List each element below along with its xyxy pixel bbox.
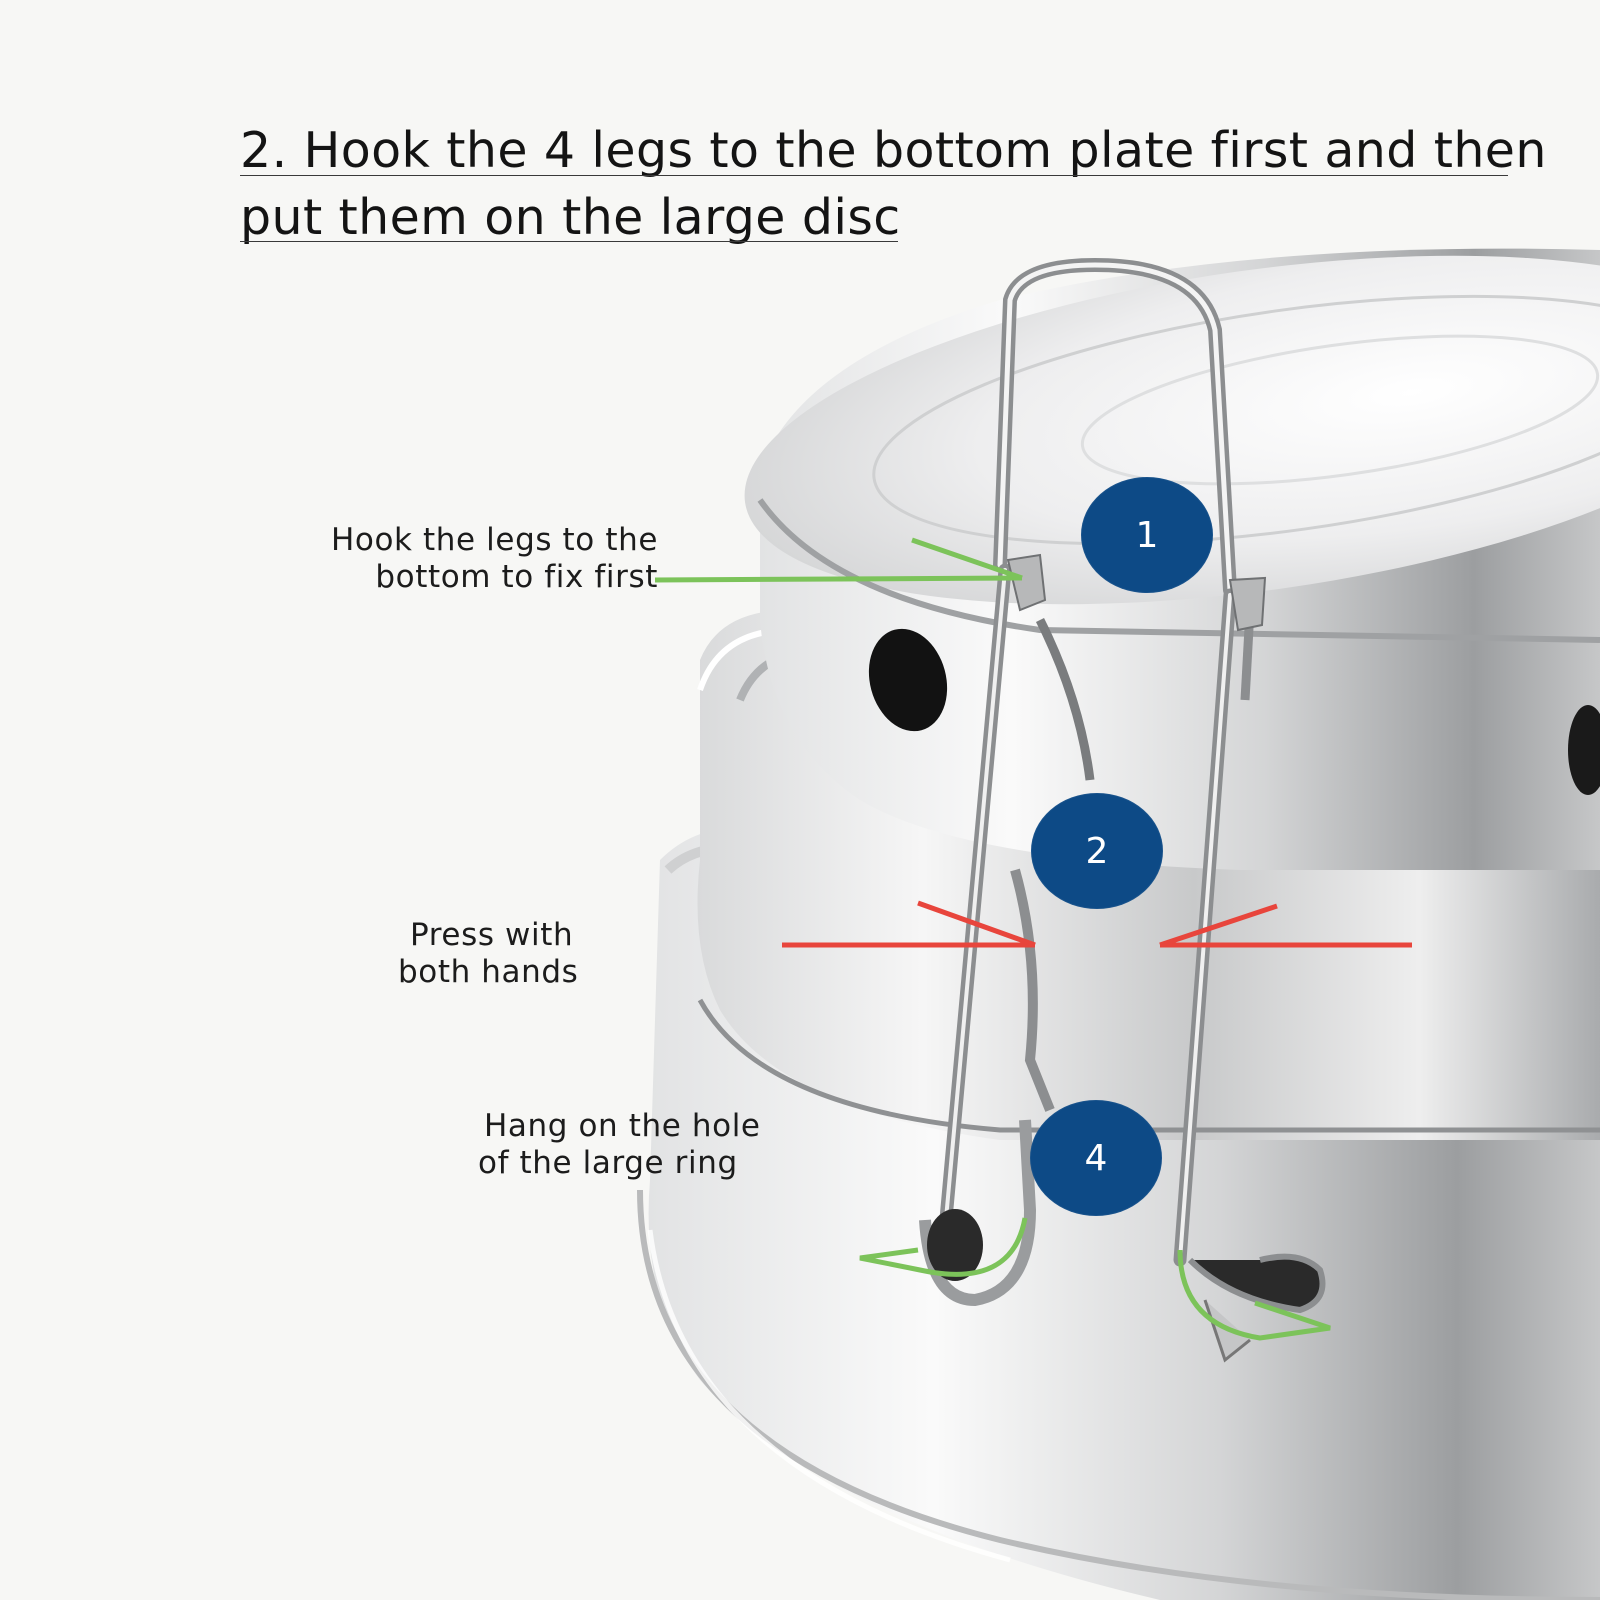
- callout-hook-line-1: Hook the legs to the: [331, 522, 658, 558]
- heading-underline-1: [240, 175, 1508, 176]
- green-arrow-hook: [654, 537, 1023, 583]
- callout-press-line-1: Press with: [410, 917, 574, 953]
- callout-hang-line-2: of the large ring: [478, 1145, 738, 1181]
- step-badge-1: 1: [1081, 477, 1213, 593]
- heading-line-1: 2. Hook the 4 legs to the bottom plate f…: [240, 122, 1547, 179]
- step-badge-4: 4: [1030, 1100, 1162, 1216]
- green-curve-left: [859, 1217, 1028, 1277]
- step-badge-2: 2: [1031, 793, 1163, 909]
- heading-underline-2: [240, 241, 898, 242]
- callout-hang: Hang on the hole of the large ring: [478, 1108, 761, 1182]
- heading-line-2: put them on the large disc: [240, 189, 901, 246]
- red-arrow-right: [1159, 903, 1412, 948]
- callout-press: Press with both hands: [398, 917, 578, 991]
- red-arrow-left: [782, 900, 1036, 948]
- callout-hook: Hook the legs to the bottom to fix first: [302, 522, 658, 596]
- callout-press-line-2: both hands: [398, 954, 579, 990]
- callout-hook-line-2: bottom to fix first: [375, 559, 658, 595]
- callout-hang-line-1: Hang on the hole: [484, 1108, 761, 1144]
- green-curve-right: [1177, 1249, 1331, 1341]
